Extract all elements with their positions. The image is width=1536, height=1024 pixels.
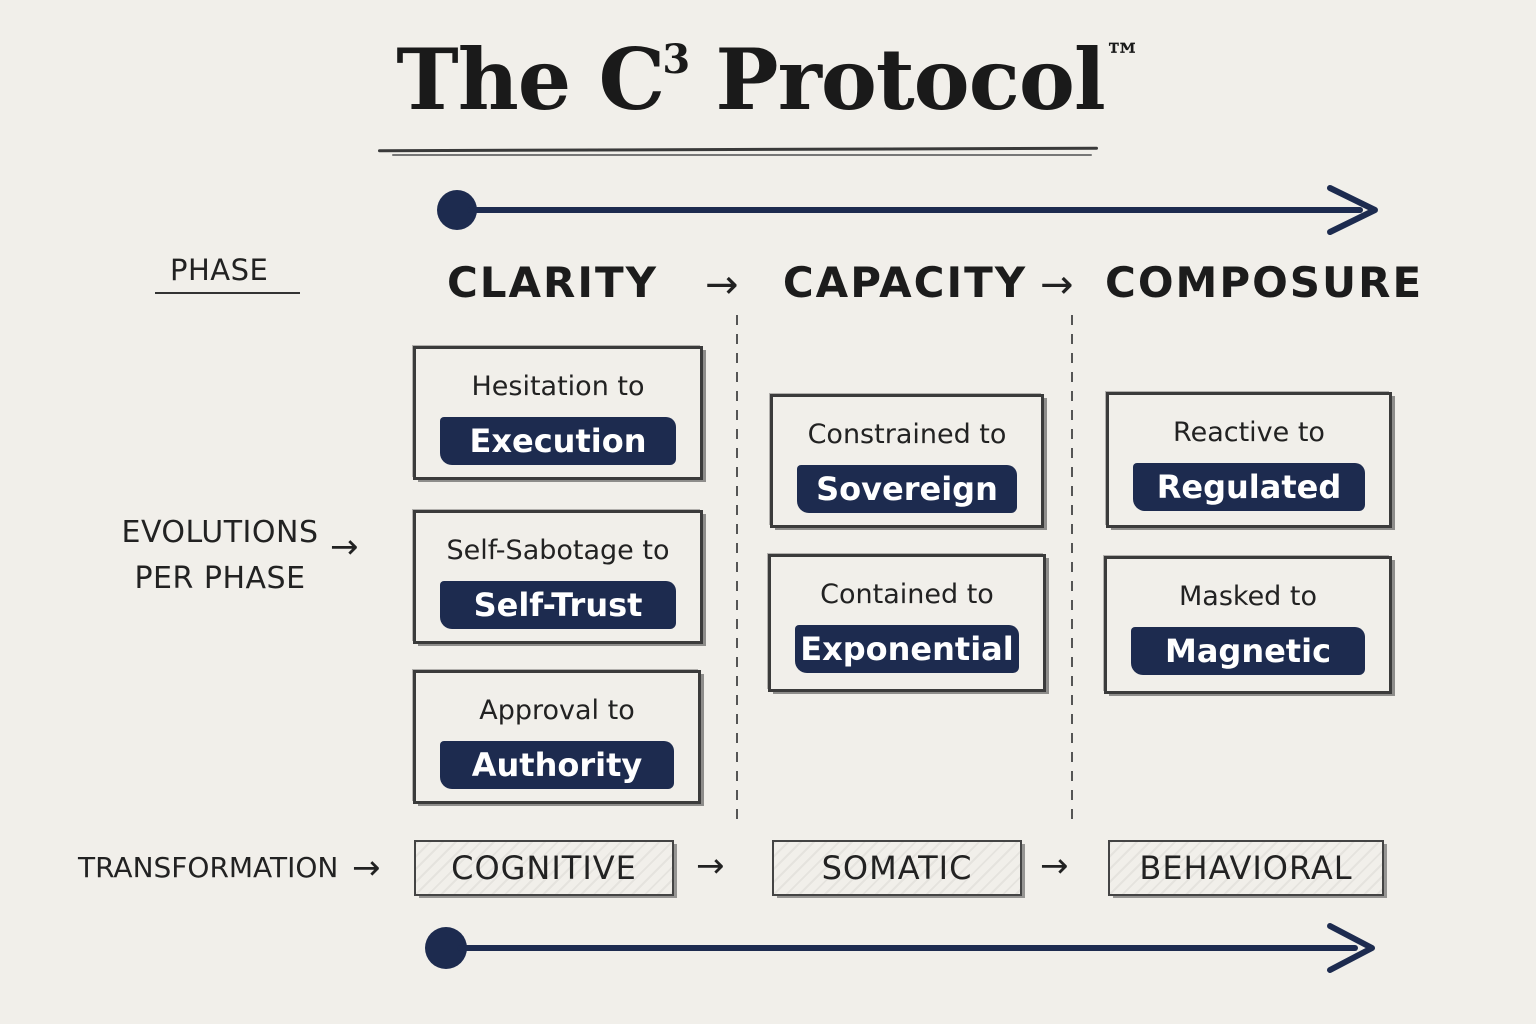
evolution-to: Exponential	[795, 625, 1019, 673]
evolution-from: Hesitation to	[471, 371, 645, 402]
phase-label: PHASE	[170, 253, 269, 287]
transformation-step-arrow-icon: →	[1040, 846, 1069, 886]
evolution-from: Constrained to	[807, 419, 1007, 450]
evolution-to: Regulated	[1133, 463, 1365, 511]
evolution-card: Approval to Authority	[413, 670, 701, 804]
evolution-from: Reactive to	[1173, 417, 1325, 448]
evolution-card: Self-Sabotage to Self-Trust	[413, 510, 703, 644]
phase-composure: COMPOSURE	[1105, 258, 1424, 307]
evolution-from: Self-Sabotage to	[446, 535, 670, 566]
evolution-to: Magnetic	[1131, 627, 1365, 675]
transformation-somatic: SOMATIC	[772, 840, 1022, 896]
transformation-label: TRANSFORMATION	[78, 851, 339, 884]
transformation-cognitive: COGNITIVE	[414, 840, 674, 896]
evolutions-label: EVOLUTIONS PER PHASE	[121, 515, 319, 596]
evolution-card: Constrained to Sovereign	[770, 394, 1044, 528]
phase-capacity: CAPACITY	[782, 258, 1028, 307]
phase-label-underline	[155, 292, 300, 294]
evolution-to: Authority	[440, 741, 674, 789]
transformation-arrow-icon: →	[352, 848, 381, 888]
evolution-from: Masked to	[1178, 581, 1318, 612]
top-timeline-arrow	[437, 185, 1378, 235]
evolution-card: Masked to Magnetic	[1104, 556, 1392, 694]
phase-arrow-icon: →	[705, 262, 739, 308]
diagram-title: The C3 Protocol™	[396, 30, 1141, 129]
evolution-card: Contained to Exponential	[768, 554, 1046, 692]
evolution-to: Sovereign	[797, 465, 1017, 513]
title-underline-secondary	[392, 154, 1092, 156]
phase-arrow-icon: →	[1040, 262, 1074, 308]
phase-clarity: CLARITY	[446, 258, 659, 307]
evolution-card: Hesitation to Execution	[413, 346, 703, 480]
evolution-to: Self-Trust	[440, 581, 676, 629]
transformation-behavioral: BEHAVIORAL	[1108, 840, 1384, 896]
evolution-card: Reactive to Regulated	[1106, 392, 1392, 528]
evolution-from: Contained to	[820, 579, 994, 610]
evolutions-arrow-icon: →	[330, 527, 359, 567]
transformation-step-arrow-icon: →	[696, 846, 725, 886]
evolution-to: Execution	[440, 417, 676, 465]
bottom-timeline-arrow	[425, 923, 1375, 973]
evolution-from: Approval to	[479, 695, 635, 726]
